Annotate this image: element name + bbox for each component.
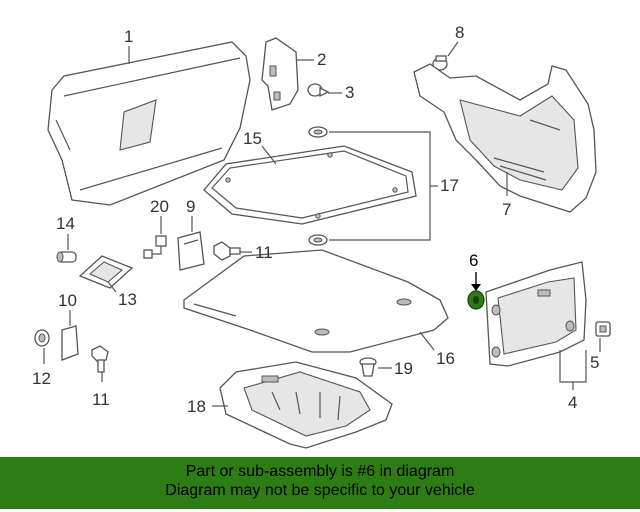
part-2-bracket bbox=[261, 37, 299, 111]
callout-16: 16 bbox=[436, 349, 455, 368]
callout-12: 12 bbox=[32, 369, 51, 388]
part-19-clip bbox=[359, 357, 377, 377]
callout-5: 5 bbox=[590, 353, 599, 372]
part-18-tray bbox=[219, 361, 393, 449]
callout-20: 20 bbox=[150, 197, 169, 216]
info-banner-line-1: Part or sub-assembly is #6 in diagram bbox=[185, 463, 455, 480]
part-20-connector bbox=[143, 235, 167, 259]
callout-11-lower: 11 bbox=[92, 390, 110, 409]
part-11-bolt-lower bbox=[91, 345, 109, 373]
callout-10: 10 bbox=[58, 291, 77, 310]
part-13-handle bbox=[78, 255, 134, 289]
callout-15: 15 bbox=[243, 129, 262, 148]
callout-4: 4 bbox=[568, 393, 577, 412]
part-8-clip bbox=[432, 55, 448, 71]
part-16-trunk-mat bbox=[183, 249, 449, 353]
part-12-grommet bbox=[34, 329, 50, 347]
part-3-clip bbox=[307, 83, 330, 98]
part-15-floor-board bbox=[203, 145, 417, 225]
callout-2: 2 bbox=[317, 50, 326, 69]
part-14-connector bbox=[56, 251, 77, 263]
part-17-grommets bbox=[308, 126, 328, 246]
callout-19: 19 bbox=[394, 359, 413, 378]
part-5-clip bbox=[595, 321, 611, 337]
callout-1: 1 bbox=[124, 27, 133, 46]
callout-17: 17 bbox=[440, 176, 459, 195]
part-9-lamp-housing bbox=[177, 231, 205, 271]
callout-11-upper: 11 bbox=[255, 243, 273, 262]
callout-8: 8 bbox=[455, 23, 464, 42]
callout-14: 14 bbox=[56, 214, 75, 233]
callout-18: 18 bbox=[187, 397, 206, 416]
info-banner-line-2: Diagram may not be specific to your vehi… bbox=[165, 482, 475, 499]
callout-7: 7 bbox=[502, 200, 511, 219]
callout-3: 3 bbox=[345, 83, 354, 102]
part-6-highlighted-clip[interactable] bbox=[467, 290, 485, 310]
callout-9: 9 bbox=[186, 197, 195, 216]
part-11-bolt-upper bbox=[213, 241, 241, 261]
part-10-lamp bbox=[61, 325, 79, 361]
parts-diagram: 1 2 3 8 7 15 bbox=[32, 23, 611, 449]
part-7-side-trim bbox=[413, 63, 597, 213]
part-1-trunk-panel bbox=[47, 41, 251, 206]
callout-6: 6 bbox=[469, 251, 478, 270]
part-4-side-panel bbox=[485, 261, 587, 367]
info-banner: Part or sub-assembly is #6 in diagram Di… bbox=[0, 457, 640, 509]
callout-13: 13 bbox=[118, 290, 137, 309]
